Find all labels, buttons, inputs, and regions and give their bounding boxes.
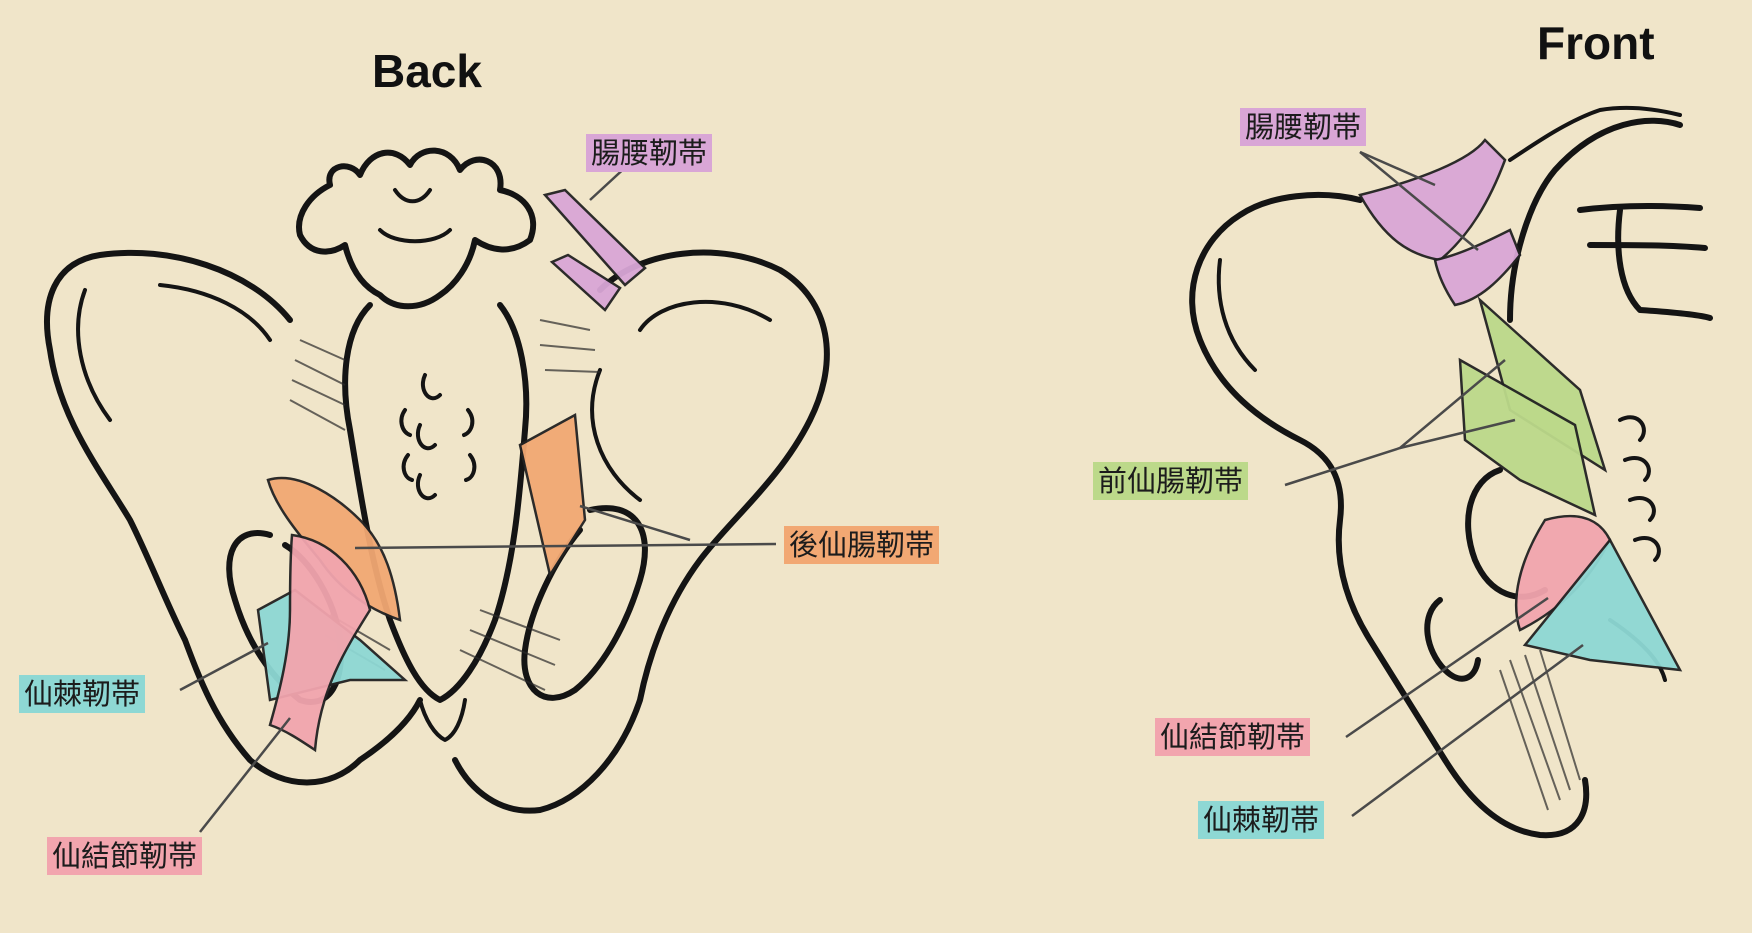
back-lumbar-vertebra — [296, 147, 537, 310]
front-anterior-sacroiliac-leader-2 — [1399, 418, 1516, 450]
back-posterior-sacroiliac-ligament-right — [518, 412, 587, 579]
back-right-obturator — [521, 505, 648, 701]
front-anterior-sacroiliac-label: 前仙腸靭帯 — [1093, 462, 1249, 500]
front-sacrospinous-label: 仙棘靭帯 — [1198, 801, 1325, 839]
front-sacrotuberous-leader — [1345, 596, 1549, 739]
back-sacrotuberous-leader — [199, 717, 291, 833]
front-iliolumbar-label: 腸腰靭帯 — [1240, 108, 1367, 146]
front-iliolumbar-leader-upper — [1359, 150, 1436, 187]
back-sacrotuberous-ligament — [268, 533, 372, 753]
front-sacrotuberous-label: 仙結節靭帯 — [1155, 718, 1311, 756]
front-sacrospinous-leader — [1351, 643, 1584, 818]
front-anterior-sacroiliac-ligament-lower — [1458, 357, 1597, 518]
back-coccyx — [418, 698, 467, 742]
back-sacrospinous-label: 仙棘靭帯 — [19, 675, 146, 713]
front-lumbar-processes — [1508, 105, 1682, 162]
back-posterior-sacroiliac-leader-right — [579, 504, 691, 542]
back-iliolumbar-label: 腸腰靭帯 — [586, 134, 713, 172]
back-iliolumbar-ligament-lower — [549, 253, 622, 312]
front-view-title: Front — [1537, 17, 1655, 69]
back-sacrotuberous-label: 仙結節靭帯 — [47, 837, 203, 875]
back-view-drawing — [44, 147, 830, 833]
front-ilium — [1189, 192, 1590, 839]
front-sacrum — [1507, 117, 1713, 323]
back-sacrospinous-leader — [179, 641, 269, 692]
front-iliolumbar-ligament-upper — [1358, 138, 1507, 262]
back-posterior-sacroiliac-label: 後仙腸靭帯 — [784, 526, 940, 564]
back-sacrum — [342, 302, 530, 703]
front-ischium — [1424, 597, 1481, 682]
back-right-ilium — [452, 249, 830, 814]
front-sacrospinous-ligament — [1522, 537, 1683, 672]
back-posterior-sacroiliac-leader-left — [354, 542, 777, 550]
back-view-title: Back — [372, 45, 482, 97]
back-left-ilium — [44, 249, 423, 786]
front-view-drawing — [1189, 105, 1713, 839]
back-iliolumbar-ligament-upper — [542, 188, 647, 287]
front-iliolumbar-leader-lower — [1359, 151, 1479, 251]
